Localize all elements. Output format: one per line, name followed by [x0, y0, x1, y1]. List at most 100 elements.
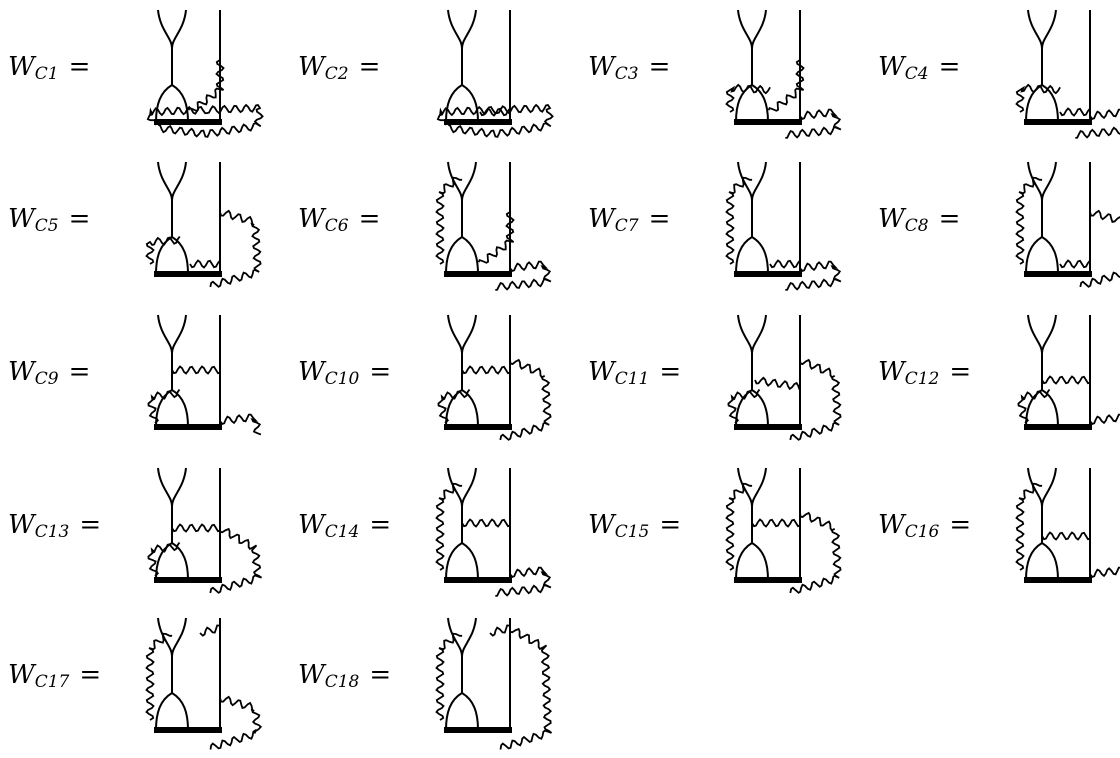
photon-line — [1089, 413, 1120, 425]
photon-line — [725, 176, 753, 265]
photon-line — [751, 518, 801, 528]
feynman-diagram — [145, 617, 263, 750]
label-subscript: C11 — [614, 369, 650, 389]
label-subscript: C15 — [614, 522, 650, 542]
photon-line — [209, 527, 263, 594]
diagram-label: WC13= — [8, 510, 101, 542]
incoming-fermion-pair — [157, 9, 187, 49]
incoming-fermion-pair — [737, 314, 767, 354]
feynman-diagram — [1015, 9, 1120, 139]
diagram-label: WC8 = — [878, 204, 960, 236]
photon-line — [209, 209, 262, 288]
label-base: W — [878, 52, 905, 82]
feynman-diagram — [725, 467, 842, 594]
fermion-loop — [735, 84, 769, 123]
diagram-label: WC16= — [878, 510, 971, 542]
photon-line — [435, 482, 463, 571]
photon-line — [495, 566, 552, 597]
photon-line — [725, 83, 771, 113]
diagram-label: WC6= — [298, 204, 380, 236]
equals-sign: = — [659, 357, 682, 387]
photon-line — [725, 482, 753, 571]
equals-sign: = — [369, 660, 392, 690]
photon-line — [1089, 566, 1120, 578]
fermion-loop — [445, 692, 479, 731]
diagram-label: WC9 = — [8, 357, 90, 389]
label-base: W — [8, 357, 35, 387]
diagram-label: WC15= — [588, 510, 681, 542]
label-subscript: C16 — [904, 522, 940, 542]
photon-line — [1079, 209, 1120, 288]
diagram-label: WC10= — [298, 357, 391, 389]
feynman-diagram — [725, 161, 842, 291]
photon-line — [435, 632, 463, 721]
diagram-cell: WC17= — [0, 608, 290, 758]
photon-line — [437, 388, 471, 424]
photon-line — [1015, 176, 1043, 265]
photon-line — [199, 624, 220, 637]
equals-sign: = — [648, 204, 671, 234]
feynman-diagram — [147, 314, 262, 436]
photon-line — [146, 103, 264, 138]
equals-sign: = — [68, 204, 91, 234]
fermion-loop — [735, 236, 769, 275]
equals-sign: = — [68, 357, 91, 387]
label-subscript: C2 — [324, 64, 349, 84]
equals-sign: = — [949, 357, 972, 387]
diagram-label: WC12= — [878, 357, 971, 389]
feynman-diagram — [147, 467, 263, 594]
label-base: W — [298, 660, 325, 690]
incoming-fermion-pair — [157, 161, 187, 201]
photon-line — [1075, 108, 1120, 139]
equals-sign: = — [369, 510, 392, 540]
label-base: W — [8, 510, 35, 540]
incoming-fermion-pair — [1027, 9, 1057, 49]
label-base: W — [298, 52, 325, 82]
label-subscript: C8 — [904, 216, 929, 236]
fermion-loop — [445, 236, 479, 275]
photon-line — [145, 235, 181, 265]
photon-line — [209, 695, 263, 750]
photon-line — [1017, 388, 1051, 424]
feynman-diagram — [1017, 314, 1120, 430]
incoming-fermion-pair — [157, 314, 187, 354]
photon-line — [187, 59, 225, 112]
incoming-fermion-pair — [447, 314, 477, 354]
photon-line — [769, 259, 801, 269]
label-base: W — [878, 204, 905, 234]
incoming-fermion-pair — [157, 467, 187, 507]
photon-line — [1059, 259, 1091, 269]
equals-sign: = — [79, 510, 102, 540]
feynman-diagram — [1015, 161, 1120, 288]
fermion-loop — [155, 236, 189, 275]
label-base: W — [298, 204, 325, 234]
photon-line — [145, 632, 173, 721]
equals-sign: = — [938, 52, 961, 82]
fermion-loop — [155, 84, 189, 123]
photon-line — [1015, 482, 1043, 571]
label-subscript: C17 — [34, 672, 70, 692]
photon-line — [754, 376, 801, 391]
diagram-cell: WC7= — [580, 152, 870, 302]
fermion-loop — [735, 542, 769, 581]
label-subscript: C9 — [34, 369, 59, 389]
equals-sign: = — [358, 52, 381, 82]
label-base: W — [588, 204, 615, 234]
diagram-label: WC7= — [588, 204, 670, 236]
equals-sign: = — [648, 52, 671, 82]
photon-line — [499, 358, 552, 441]
diagram-cell: WC13= — [0, 458, 290, 608]
equals-sign: = — [938, 204, 961, 234]
diagram-cell: WC18= — [290, 608, 580, 758]
label-base: W — [8, 204, 35, 234]
label-base: W — [588, 510, 615, 540]
label-base: W — [8, 52, 35, 82]
diagram-cell: WC6= — [290, 152, 580, 302]
feynman-diagram — [435, 617, 553, 750]
photon-line — [495, 260, 552, 291]
diagram-cell: WC11= — [580, 305, 870, 455]
diagram-cell: WC10= — [290, 305, 580, 455]
photon-line — [499, 627, 553, 750]
label-subscript: C1 — [34, 64, 59, 84]
fermion-loop — [155, 692, 189, 731]
